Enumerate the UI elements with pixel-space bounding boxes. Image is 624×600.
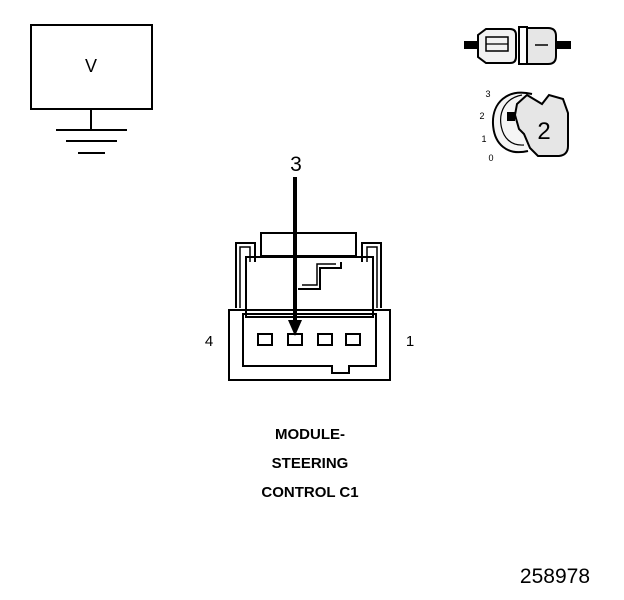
position-label-0: 0 (488, 153, 493, 163)
position-label-1: 1 (481, 134, 486, 144)
pin-label-left: 4 (205, 333, 213, 350)
cavity-4 (257, 333, 273, 346)
voltmeter-label: V (85, 56, 97, 76)
connector-side-view-icon (464, 26, 571, 65)
voltmeter-symbol: V (30, 24, 153, 154)
cavity-1 (345, 333, 361, 346)
position-label-2: 2 (479, 111, 484, 121)
ground-icon (56, 109, 127, 154)
position-label-3: 3 (485, 89, 490, 99)
connector-caption-line-2: STEERING (271, 455, 349, 472)
ignition-position-icon: 3 2 1 0 2 (479, 89, 569, 163)
figure-number: 258978 (519, 565, 590, 588)
probe-pin-label: 3 (290, 153, 302, 176)
pin-label-right: 1 (406, 333, 414, 350)
cavity-2 (317, 333, 333, 346)
connector-caption-line-3: CONTROL C1 (261, 484, 359, 501)
probe-arrow (288, 177, 302, 336)
selected-position-number: 2 (537, 118, 550, 145)
connector-c1-face: 3 4 1 (205, 153, 414, 381)
connector-caption-line-1: MODULE- (275, 426, 345, 443)
